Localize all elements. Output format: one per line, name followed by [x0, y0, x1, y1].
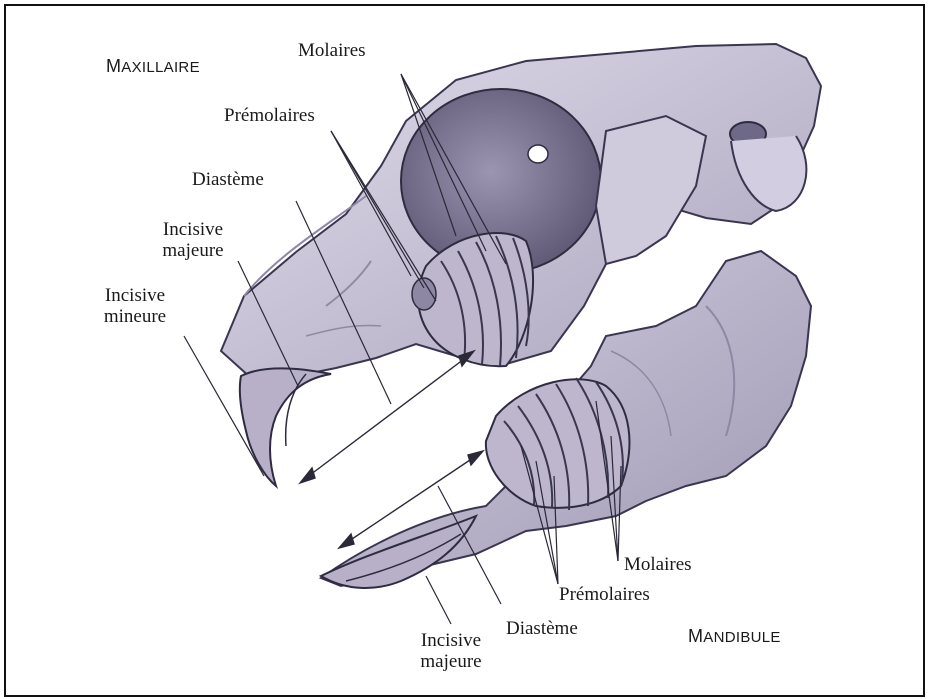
label-upper-diasteme: Diastème [192, 169, 264, 190]
label-upper-molaires: Molaires [298, 40, 366, 61]
label-upper-premolaires: Prémolaires [224, 105, 315, 126]
region-label-maxillaire: MAXILLAIRE [106, 56, 200, 77]
foramen [528, 145, 548, 163]
label-lower-molaires: Molaires [624, 554, 692, 575]
label-lower-incisive-majeure: Incisive majeure [411, 630, 491, 672]
label-upper-incisive-majeure: Incisive majeure [148, 219, 238, 261]
label-upper-incisive-mineure: Incisive mineure [90, 285, 180, 327]
zygomatic-arch [596, 116, 706, 264]
rabbit-skull-illustration [6, 6, 923, 695]
figure-frame: MAXILLAIRE MANDIBULE Molaires Prémolaire… [4, 4, 925, 697]
label-lower-diasteme: Diastème [506, 618, 578, 639]
label-lower-premolaires: Prémolaires [559, 584, 650, 605]
region-label-mandibule: MANDIBULE [688, 626, 781, 647]
